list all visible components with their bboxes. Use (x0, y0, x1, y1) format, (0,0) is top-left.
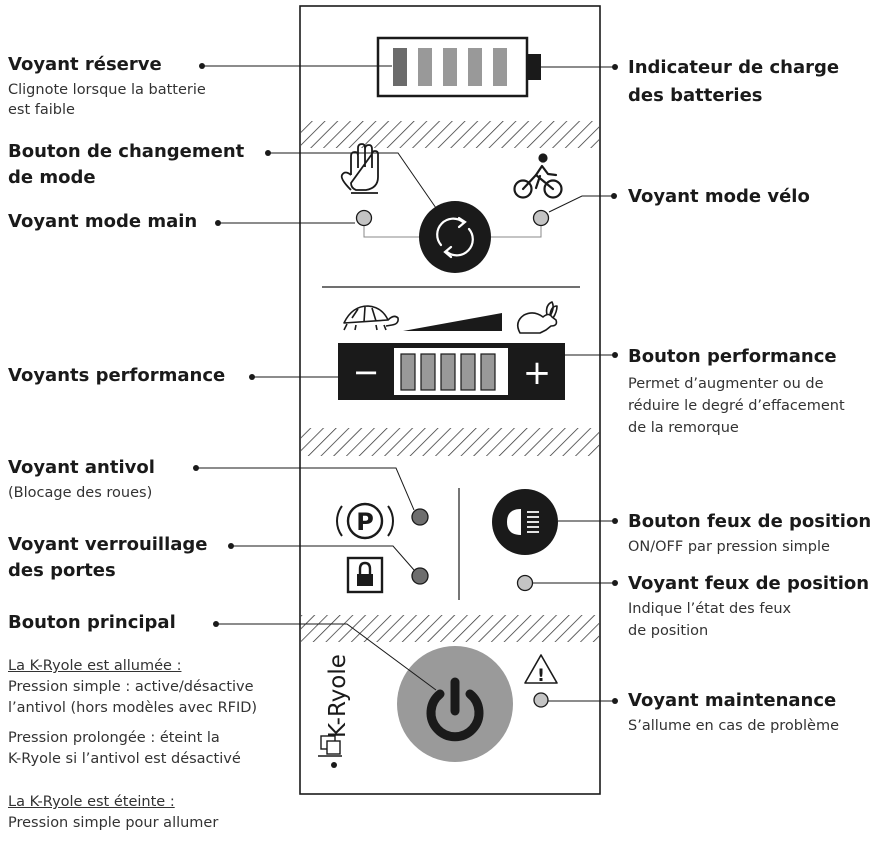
performance-button-desc-2: réduire le degré d’effacement (628, 398, 845, 414)
performance-button-desc-3: de la remorque (628, 420, 739, 436)
bike-mode-led (532, 209, 550, 227)
on-long-press-label: Pression prolongée : (8, 730, 156, 746)
battery-segment (493, 48, 507, 86)
door-lock-led-title-1: Voyant verrouillage (8, 534, 208, 555)
performance-ramp (403, 313, 502, 331)
reserve-led-desc-1: Clignote lorsque la batterie (8, 82, 206, 98)
antitheft-led-title: Voyant antivol (8, 457, 155, 478)
power-icon (426, 677, 484, 742)
mode-led-connector (363, 222, 542, 238)
hatch-band-2 (301, 428, 599, 456)
performance-leds-title: Voyants performance (8, 365, 226, 386)
lights-button[interactable] (492, 489, 558, 555)
on-simple-press-text-1: active/désactive (130, 679, 254, 695)
on-state-heading: La K-Ryole est allumée : (8, 658, 182, 674)
cyclist-icon (513, 153, 563, 199)
hatch-band-3 (301, 615, 599, 642)
lights-button-desc: ON/OFF par pression simple (628, 539, 830, 555)
on-simple-press-text-2: l’antivol (hors modèles avec RFID) (8, 700, 258, 716)
leader-dots (193, 63, 618, 704)
performance-segment (480, 353, 496, 391)
mode-change-button[interactable] (419, 201, 491, 273)
padlock-icon (346, 556, 384, 594)
maintenance-led-title: Voyant maintenance (628, 690, 837, 711)
performance-control (338, 343, 565, 400)
reserve-led-title: Voyant réserve (8, 54, 162, 75)
off-simple-press-text: pour allumer (120, 815, 219, 831)
turtle-icon (343, 305, 399, 331)
hand-icon (340, 143, 379, 194)
brand-name: K-Ryole (325, 654, 351, 738)
warning-symbol: ! (537, 666, 545, 686)
leader-lines (196, 65, 615, 702)
plus-symbol: + (523, 353, 552, 393)
main-button-title: Bouton principal (8, 612, 176, 633)
mode-button-title-2: de mode (8, 167, 96, 188)
antitheft-led-desc: (Blocage des roues) (8, 485, 153, 501)
hatch-band-1 (301, 121, 599, 148)
hand-mode-led-title: Voyant mode main (8, 211, 198, 232)
minus-symbol: − (353, 353, 380, 391)
main-power-button[interactable] (397, 646, 513, 762)
headlight-icon (507, 509, 539, 535)
lights-led-desc-1: Indique l’état des feux (628, 601, 792, 617)
charge-indicator-title-1: Indicateur de charge (628, 57, 840, 78)
antitheft-led (411, 508, 429, 526)
performance-segment (400, 353, 416, 391)
lights-led-desc-2: de position (628, 623, 709, 639)
battery-segment (468, 48, 482, 86)
off-state-heading: La K-Ryole est éteinte : (8, 794, 175, 810)
maintenance-led (533, 692, 549, 708)
parking-brake-icon (336, 502, 394, 540)
on-long-press-text-2: K-Ryole si l’antivol est désactivé (8, 751, 241, 767)
off-simple-press-line: Pression simple pour allumer (8, 813, 218, 833)
door-lock-led (411, 567, 429, 585)
warning-icon (524, 654, 558, 684)
bike-mode-led-title: Voyant mode vélo (628, 186, 810, 207)
mode-change-icon (436, 216, 474, 259)
maintenance-led-desc: S’allume en cas de problème (628, 718, 839, 734)
off-simple-press-label: Pression simple (8, 815, 121, 831)
battery-icon (376, 36, 541, 98)
on-long-press-text-1: éteint la (155, 730, 220, 746)
battery-reserve-segment (393, 48, 407, 86)
on-simple-press-line-1: Pression simple : active/désactive (8, 677, 254, 697)
hand-mode-led (355, 209, 373, 227)
rabbit-icon (516, 301, 558, 334)
reserve-led-desc-2: est faible (8, 102, 75, 118)
mode-button-title-1: Bouton de changement (8, 141, 245, 162)
battery-segment (443, 48, 457, 86)
on-simple-press-label: Pression simple : (8, 679, 131, 695)
lights-button-title: Bouton feux de position (628, 511, 872, 532)
lights-led (516, 574, 534, 592)
performance-segment (420, 353, 436, 391)
performance-button-title: Bouton performance (628, 346, 837, 367)
battery-segment (418, 48, 432, 86)
charge-indicator-title-2: des batteries (628, 85, 763, 106)
performance-segment (460, 353, 476, 391)
performance-button-desc-1: Permet d’augmenter ou de (628, 376, 824, 392)
performance-segment (440, 353, 456, 391)
lights-led-title: Voyant feux de position (628, 573, 870, 594)
door-lock-led-title-2: des portes (8, 560, 116, 581)
on-long-press-line-1: Pression prolongée : éteint la (8, 728, 220, 748)
parking-letter: P (356, 508, 374, 536)
k-ryole-logo-icon (318, 735, 342, 768)
